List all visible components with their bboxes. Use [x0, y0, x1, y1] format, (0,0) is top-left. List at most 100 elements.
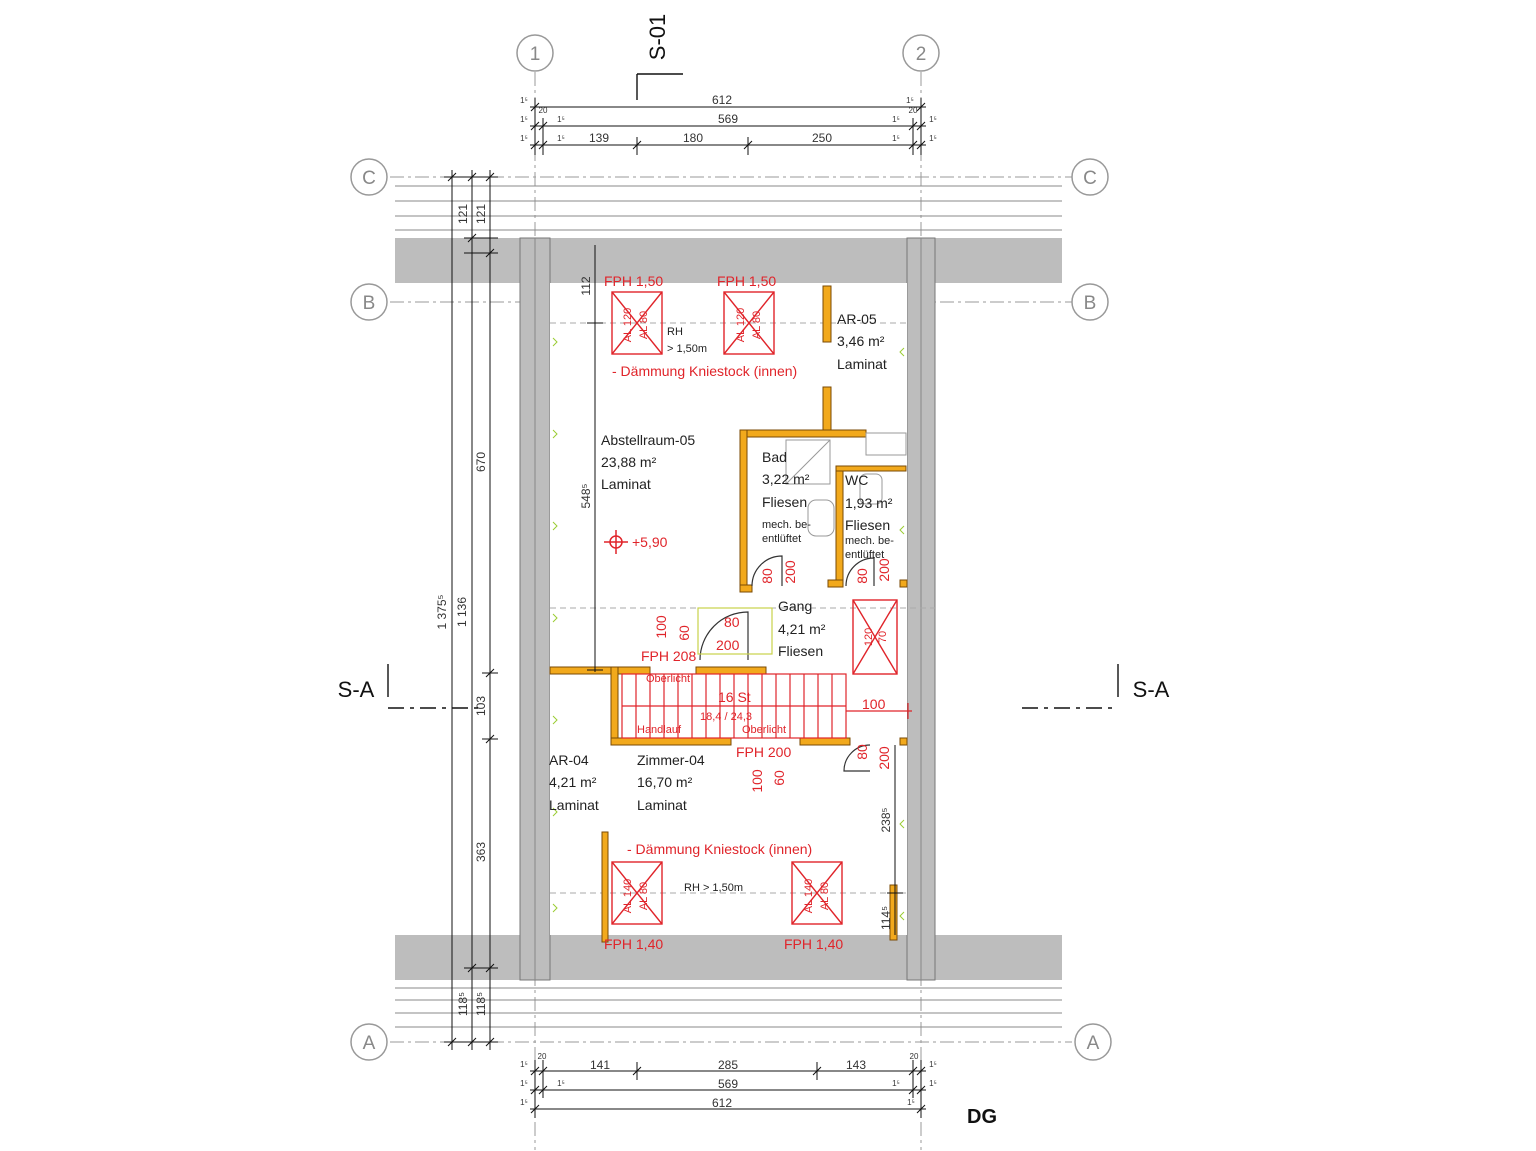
dim-top-139: 139 [589, 131, 609, 145]
gable-slabs [395, 237, 1062, 981]
stair-handrail: Handlauf [637, 724, 682, 736]
wall-stair-left [610, 666, 619, 744]
washbasin [807, 499, 835, 537]
window-right-code: 70 [877, 631, 889, 643]
door-dim: 80 [759, 568, 775, 584]
svg-text:A: A [363, 1033, 376, 1054]
wall-kniestock-left [601, 831, 609, 943]
door-dim: 200 [716, 637, 740, 653]
window-code: AL 120 [735, 308, 747, 342]
dim-top-end: 1⁵ [520, 134, 528, 143]
dim-bottom-end: 1⁵ [520, 1079, 528, 1088]
room-floor: Laminat [601, 476, 651, 492]
dimension-top [530, 98, 926, 155]
wall-bad-left [739, 429, 748, 593]
dim-top-250: 250 [812, 131, 832, 145]
section-label-left: S-A [338, 677, 375, 702]
dim-inner-238: 238⁵ [879, 807, 893, 832]
svg-text:1: 1 [530, 44, 541, 65]
dim-left-363: 363 [474, 842, 488, 862]
window-code: AL 80 [638, 311, 650, 339]
opening-label: FPH 208 [641, 648, 696, 664]
dim-inner-114: 114⁵ [879, 906, 893, 930]
grid-bubble-1: 1 [516, 34, 554, 72]
room-gang: Gang 4,21 m² Fliesen [778, 598, 826, 659]
window-bottom-1 [611, 861, 663, 925]
room-abstellraum: Abstellraum-05 23,88 m² Laminat [601, 432, 695, 492]
dim-top-end: 1⁵ [557, 134, 565, 143]
dim-left-118: 118⁵ [456, 992, 470, 1016]
insulation-note: - Dämmung Kniestock (innen) [627, 841, 812, 857]
room-area: 4,21 m² [549, 774, 597, 790]
rh-label: RH > 1,50m [684, 882, 743, 894]
door-gang [699, 611, 749, 661]
rh-label: > 1,50m [667, 343, 707, 355]
stair-side-dim: 100 [862, 696, 886, 712]
room-ar04: AR-04 4,21 m² Laminat [549, 752, 599, 813]
stair-skylight: Oberlicht [742, 724, 786, 736]
dim-top-sub: 20 [909, 106, 918, 115]
wall-stair-bottom-right [799, 737, 851, 746]
stair-skylight: Oberlicht [646, 673, 690, 685]
wall-stair-bottom [610, 737, 732, 746]
room-area: 3,46 m² [837, 333, 885, 349]
dim-bottom-143: 143 [846, 1058, 866, 1072]
wall-bad-wc [835, 465, 844, 587]
dim-top-end: 1⁵ [892, 115, 900, 124]
dimension-left [444, 170, 498, 1050]
door-dim: 200 [876, 746, 892, 770]
stair-ratio: 18,4 / 24,3 [700, 711, 752, 723]
room-name: Bad [762, 449, 787, 465]
dim-left-121: 121 [456, 204, 470, 224]
opening-dim: 100 [653, 615, 669, 639]
room-area: 3,22 m² [762, 471, 810, 487]
room-floor: Laminat [637, 797, 687, 813]
svg-text:2: 2 [916, 44, 927, 65]
svg-text:C: C [362, 168, 376, 189]
section-marks [387, 73, 1119, 709]
wall-bad-top-stub [822, 386, 832, 434]
grid-bubble-b-right: B [1071, 283, 1109, 321]
door-dim: 200 [876, 558, 892, 582]
room-ar05: AR-05 3,46 m² Laminat [837, 311, 887, 372]
window-code: AL 140 [803, 879, 815, 913]
dim-bottom-end: 1⁵ [520, 1098, 528, 1107]
room-note: entlüftet [845, 549, 884, 561]
room-note: entlüftet [762, 533, 801, 545]
room-area: 23,88 m² [601, 454, 657, 470]
roof-lines [395, 185, 1062, 1028]
stair-count: 16 St [718, 689, 751, 705]
grid-bubble-a-left: A [350, 1023, 388, 1061]
svg-text:B: B [1084, 293, 1097, 314]
rh-label: RH [667, 326, 683, 338]
dim-top-180: 180 [683, 131, 703, 145]
dim-bottom-end: 1⁵ [557, 1079, 565, 1088]
room-name: Abstellraum-05 [601, 432, 695, 448]
room-floor: Fliesen [778, 643, 823, 659]
wall-stair-top-right [695, 666, 767, 675]
room-floor: Fliesen [845, 517, 890, 533]
dimension-bottom [530, 1060, 926, 1118]
room-area: 16,70 m² [637, 774, 693, 790]
staircase [621, 607, 912, 739]
window-right [852, 599, 898, 675]
room-name: Gang [778, 598, 812, 614]
grid-bubble-b-left: B [350, 283, 388, 321]
door-bad [751, 555, 783, 587]
door-zimmer [843, 744, 871, 772]
room-name: Zimmer-04 [637, 752, 705, 768]
window-label: FPH 1,50 [604, 273, 663, 289]
room-name: WC [845, 472, 868, 488]
door-swings [699, 555, 875, 772]
dim-left-118: 118⁵ [474, 992, 488, 1016]
dim-bottom-end: 1⁵ [892, 1079, 900, 1088]
dim-top-612: 612 [712, 93, 732, 107]
dim-top-end: 1⁵ [892, 134, 900, 143]
room-area: 4,21 m² [778, 621, 826, 637]
shower-tray [785, 439, 831, 485]
window-label: FPH 1,40 [604, 936, 663, 952]
wall-bad-top [739, 429, 867, 438]
wc-toilet [859, 473, 883, 505]
window-code: AL 80 [638, 882, 650, 910]
dimension-inner [587, 245, 903, 935]
